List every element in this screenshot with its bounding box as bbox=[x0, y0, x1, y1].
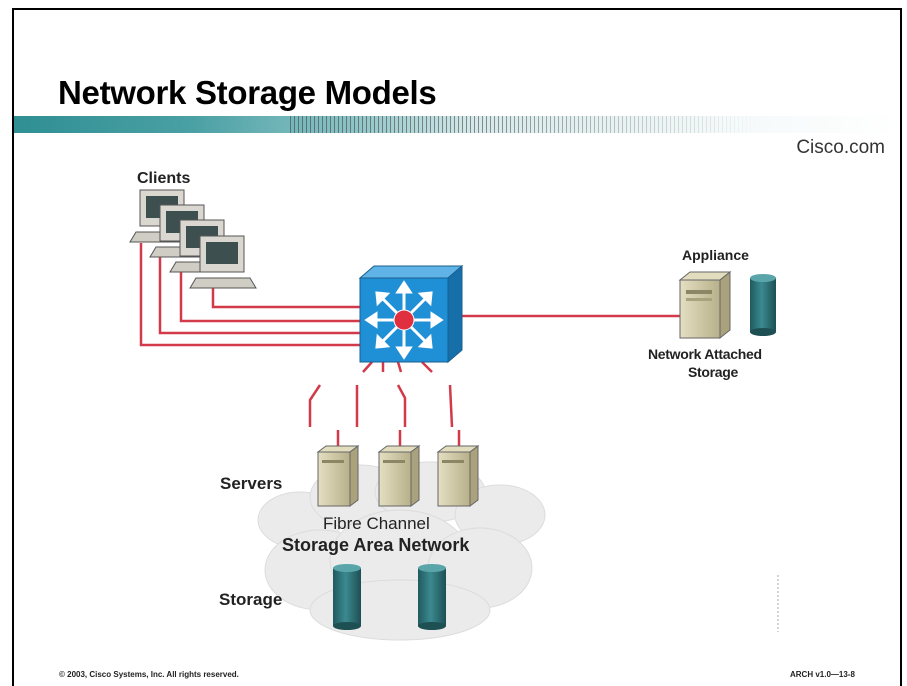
client-links bbox=[139, 243, 360, 347]
clients-icon bbox=[129, 189, 257, 289]
nas-storage-cylinder-icon bbox=[750, 274, 776, 336]
header-bar-hatch bbox=[290, 116, 760, 133]
slide-frame bbox=[12, 8, 902, 686]
nas-appliance-icon bbox=[678, 270, 732, 340]
clients-label: Clients bbox=[137, 170, 191, 187]
servers-icon bbox=[316, 445, 480, 507]
san-label-line2: Storage Area Network bbox=[282, 535, 470, 555]
server-links bbox=[308, 361, 461, 447]
san-label-line1: Fibre Channel bbox=[323, 514, 430, 533]
nas-label-line1: Network Attached bbox=[648, 346, 762, 362]
appliance-label: Appliance bbox=[682, 247, 749, 263]
footer-copyright: © 2003, Cisco Systems, Inc. All rights r… bbox=[59, 670, 239, 679]
storage-label: Storage bbox=[219, 590, 283, 609]
brand-label: Cisco.com bbox=[796, 137, 885, 158]
san-storage-cylinders-icon bbox=[333, 564, 446, 630]
switch-icon bbox=[358, 264, 464, 364]
servers-label: Servers bbox=[220, 474, 283, 493]
slide-title: Network Storage Models bbox=[58, 74, 437, 111]
nas-label-line2: Storage bbox=[688, 364, 739, 380]
footer-page-id: ARCH v1.0—13-8 bbox=[790, 670, 855, 679]
